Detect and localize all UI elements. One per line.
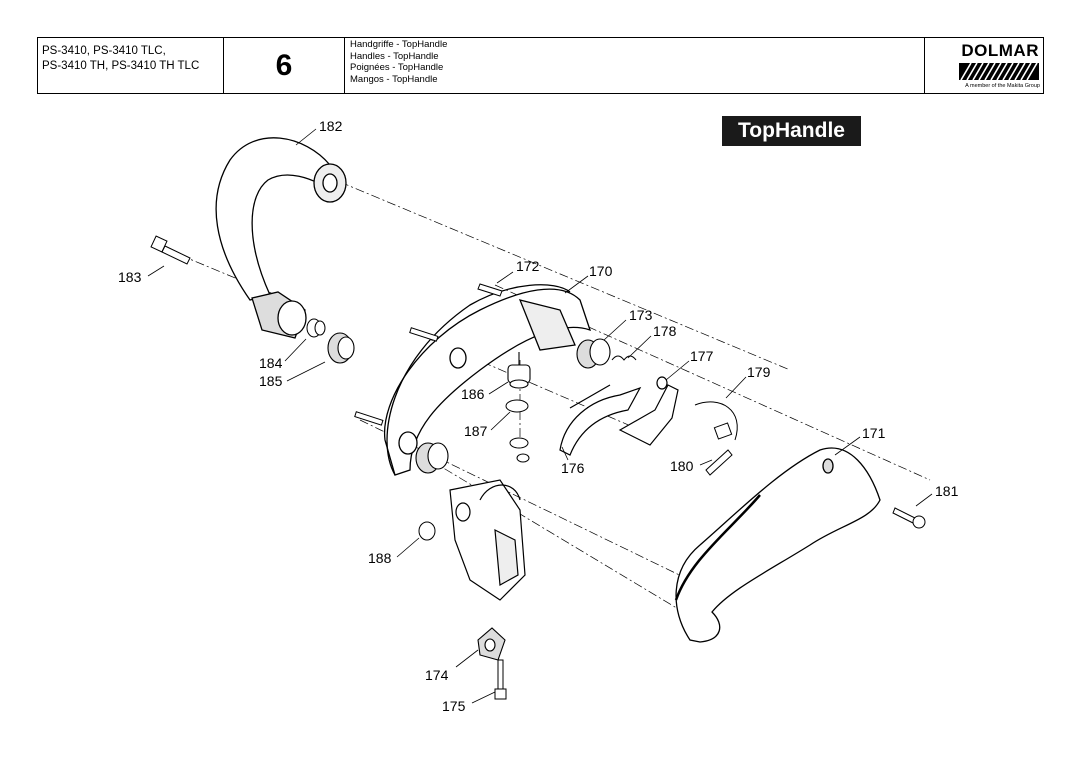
callout-177: 177	[690, 348, 714, 364]
part-172-screws	[354, 283, 503, 426]
logo-stripes-icon	[959, 63, 1039, 80]
part-184-bushing	[306, 318, 326, 338]
callout-188: 188	[368, 550, 392, 566]
callout-171: 171	[862, 425, 886, 441]
callout-183: 183	[118, 269, 142, 285]
part-178-spring	[611, 355, 637, 361]
callout-186: 186	[461, 386, 485, 402]
callout-185: 185	[259, 373, 283, 389]
part-185-damper	[327, 332, 355, 364]
logo-wordmark: DOLMAR	[961, 41, 1039, 60]
part-186-switch	[507, 352, 531, 389]
callout-175: 175	[442, 698, 466, 714]
assembly-axis-lines	[179, 181, 931, 611]
part-177-lock-lever	[618, 376, 679, 446]
model-line-1: PS-3410, PS-3410 TLC,	[42, 45, 166, 57]
callout-174: 174	[425, 667, 449, 683]
tophandle-badge: TopHandle	[722, 116, 861, 146]
title-de: Handgriffe - TopHandle	[350, 39, 448, 50]
section-titles: Handgriffe - TopHandle Handles - TopHand…	[345, 38, 925, 93]
callout-184: 184	[259, 355, 283, 371]
callout-182: 182	[319, 118, 343, 134]
part-428-damper-2	[415, 442, 449, 474]
callout-170: 170	[589, 263, 613, 279]
part-175-bolt	[494, 659, 507, 700]
part-171-handle-cover	[674, 447, 881, 643]
title-fr: Poignées - TopHandle	[350, 62, 444, 73]
callout-181: 181	[935, 483, 959, 499]
callout-173: 173	[629, 307, 653, 323]
title-block: PS-3410, PS-3410 TLC, PS-3410 TH, PS-341…	[37, 37, 1044, 94]
callout-labels: 182 183 184 185 172 170 173 178 177 179 …	[118, 118, 959, 714]
brand-logo: DOLMAR A member of the Makita Group	[925, 38, 1043, 93]
model-line-2: PS-3410 TH, PS-3410 TH TLC	[42, 60, 200, 72]
callout-180: 180	[670, 458, 694, 474]
logo-tagline: A member of the Makita Group	[965, 83, 1040, 89]
rear-housing	[449, 479, 526, 601]
title-en: Handles - TopHandle	[350, 50, 439, 62]
title-es: Mangos - TopHandle	[350, 73, 438, 85]
callout-172: 172	[516, 258, 540, 274]
part-182-handle-bar	[215, 137, 347, 339]
part-174-bracket	[477, 627, 506, 661]
part-180-clip	[705, 422, 733, 476]
part-173-damper	[576, 338, 611, 369]
part-183-screw	[150, 235, 191, 265]
part-170-handle-housing	[383, 284, 592, 476]
callout-178: 178	[653, 323, 677, 339]
model-list: PS-3410, PS-3410 TLC, PS-3410 TH, PS-341…	[38, 38, 224, 93]
leader-lines	[147, 128, 933, 704]
callout-187: 187	[464, 423, 488, 439]
page-number: 6	[224, 38, 345, 93]
part-179-wire-clip	[694, 401, 738, 441]
part-176-throttle-trigger	[559, 384, 642, 456]
callout-176: 176	[561, 460, 585, 476]
callout-179: 179	[747, 364, 771, 380]
part-181-screw	[892, 507, 926, 529]
part-187-clip	[505, 399, 530, 463]
part-188-cap	[418, 521, 436, 541]
